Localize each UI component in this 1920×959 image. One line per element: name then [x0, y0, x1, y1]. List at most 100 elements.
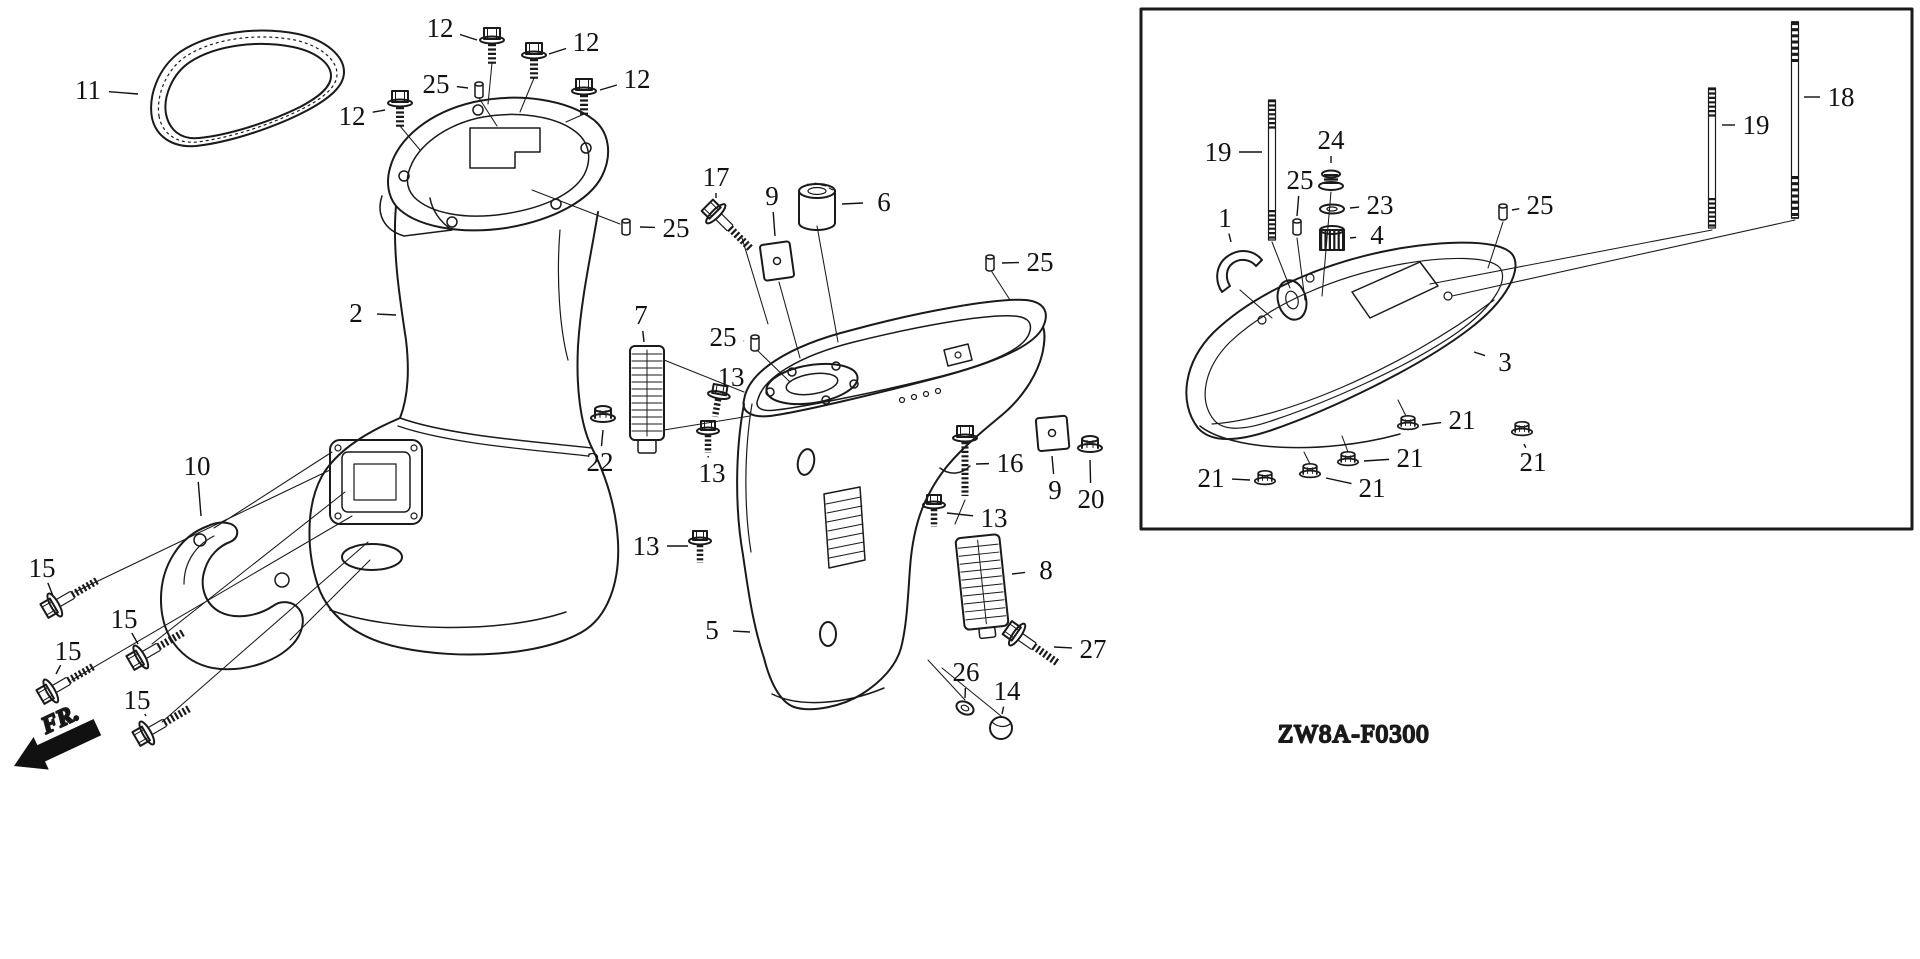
callout-label-3: 3 — [1498, 347, 1512, 377]
callout-label-17: 17 — [703, 162, 730, 192]
callout-label-21: 21 — [1520, 447, 1547, 477]
callout-label-2: 2 — [349, 298, 363, 328]
callout-label-19: 19 — [1205, 137, 1232, 167]
pin-part-25 — [985, 254, 995, 272]
gasket-part-11 — [150, 29, 345, 148]
callout-leader — [1325, 477, 1352, 485]
callout-leader — [372, 109, 386, 113]
washer-part-26 — [955, 700, 975, 716]
extension-case-part-2 — [308, 96, 620, 656]
bolt-part-12 — [480, 28, 504, 64]
pin-part-25 — [1292, 218, 1302, 236]
callout-label-20: 20 — [1078, 484, 1105, 514]
callout-label-21: 21 — [1397, 443, 1424, 473]
bushing-part-4 — [1319, 225, 1345, 251]
callout-leader — [108, 90, 139, 95]
nut-part-21 — [1298, 462, 1322, 479]
callout-leader — [1228, 233, 1232, 243]
callout-label-10: 10 — [184, 451, 211, 481]
callout-label-27: 27 — [1080, 634, 1107, 664]
callout-leader — [144, 713, 147, 717]
callout-leader — [642, 330, 645, 343]
callout-label-9: 9 — [1048, 475, 1062, 505]
callout-label-24: 24 — [1318, 125, 1346, 155]
callout-leader — [1051, 455, 1055, 475]
stud-part-19 — [1709, 88, 1716, 228]
bolt-part-12 — [388, 91, 412, 127]
rubber-pad-part-9-right — [1034, 414, 1071, 452]
gear-case-part-5 — [736, 298, 1047, 711]
washer-part-23 — [1319, 203, 1345, 215]
plug-part-14 — [989, 716, 1013, 740]
stud-part-18 — [1792, 22, 1799, 218]
callout-leader — [131, 632, 139, 645]
callout-leader — [197, 481, 202, 517]
callout-leader — [1231, 478, 1251, 481]
nut-part-21 — [1396, 414, 1420, 431]
callout-leader — [1349, 206, 1360, 209]
callout-label-6: 6 — [877, 187, 891, 217]
nut-part-22 — [590, 405, 616, 423]
bolt-part-27 — [1000, 617, 1066, 674]
callout-label-16: 16 — [997, 448, 1024, 478]
callout-label-21: 21 — [1359, 473, 1386, 503]
nut-part-20 — [1077, 435, 1103, 453]
inset-assembly-lines — [1239, 191, 1796, 465]
bolt-part-17 — [698, 196, 760, 258]
callout-leader — [55, 664, 62, 675]
callout-label-12: 12 — [573, 27, 600, 57]
callout-label-15: 15 — [111, 604, 138, 634]
callout-label-21: 21 — [1449, 405, 1476, 435]
callout-label-23: 23 — [1367, 190, 1394, 220]
bolt-part-13 — [923, 495, 945, 527]
callout-leader — [715, 389, 718, 392]
assembly-lines — [71, 62, 1011, 723]
bushing-part-6 — [798, 182, 836, 231]
callout-label-25: 25 — [1527, 190, 1554, 220]
bolt-part-13 — [697, 421, 719, 453]
callout-label-25: 25 — [663, 213, 690, 243]
callout-leader — [600, 429, 604, 447]
callout-leader — [1296, 195, 1300, 217]
plate-part-8 — [954, 533, 1010, 640]
callout-leader — [1523, 443, 1527, 449]
callout-label-15: 15 — [55, 636, 82, 666]
rubber-pad-part-9-left — [759, 240, 795, 282]
pin-part-25 — [750, 334, 760, 352]
plate-part-7 — [629, 345, 665, 454]
callout-label-26: 26 — [953, 657, 980, 687]
callout-leader — [1349, 236, 1357, 239]
fr-arrow-icon — [14, 718, 102, 770]
pin-part-25 — [474, 81, 484, 99]
callout-leader — [47, 582, 54, 597]
callout-leader — [732, 630, 751, 633]
callout-label-1: 1 — [1218, 203, 1232, 233]
callout-label-12: 12 — [427, 13, 454, 43]
callout-label-25: 25 — [710, 322, 737, 352]
grommet-part-24 — [1318, 169, 1344, 191]
callout-label-7: 7 — [634, 300, 648, 330]
callout-label-15: 15 — [124, 685, 151, 715]
callout-leader — [772, 211, 776, 237]
callout-label-9: 9 — [765, 181, 779, 211]
bolt-part-12 — [522, 43, 546, 79]
callout-label-13: 13 — [633, 531, 660, 561]
callout-label-15: 15 — [29, 553, 56, 583]
nut-part-21 — [1510, 420, 1534, 437]
callout-label-13: 13 — [981, 503, 1008, 533]
bolt-part-13 — [689, 531, 711, 563]
callout-leader — [1053, 646, 1073, 649]
callout-leader — [1001, 706, 1005, 715]
callout-leader — [841, 202, 864, 205]
callout-label-22: 22 — [587, 447, 614, 477]
inset-box — [1139, 7, 1914, 531]
callout-label-11: 11 — [75, 75, 101, 105]
callout-leader — [1511, 208, 1520, 211]
stud-part-19 — [1269, 100, 1276, 240]
clip-part-1 — [1216, 250, 1263, 293]
callout-leader — [1421, 421, 1442, 426]
callout-label-14: 14 — [994, 676, 1022, 706]
callout-label-8: 8 — [1039, 555, 1053, 585]
